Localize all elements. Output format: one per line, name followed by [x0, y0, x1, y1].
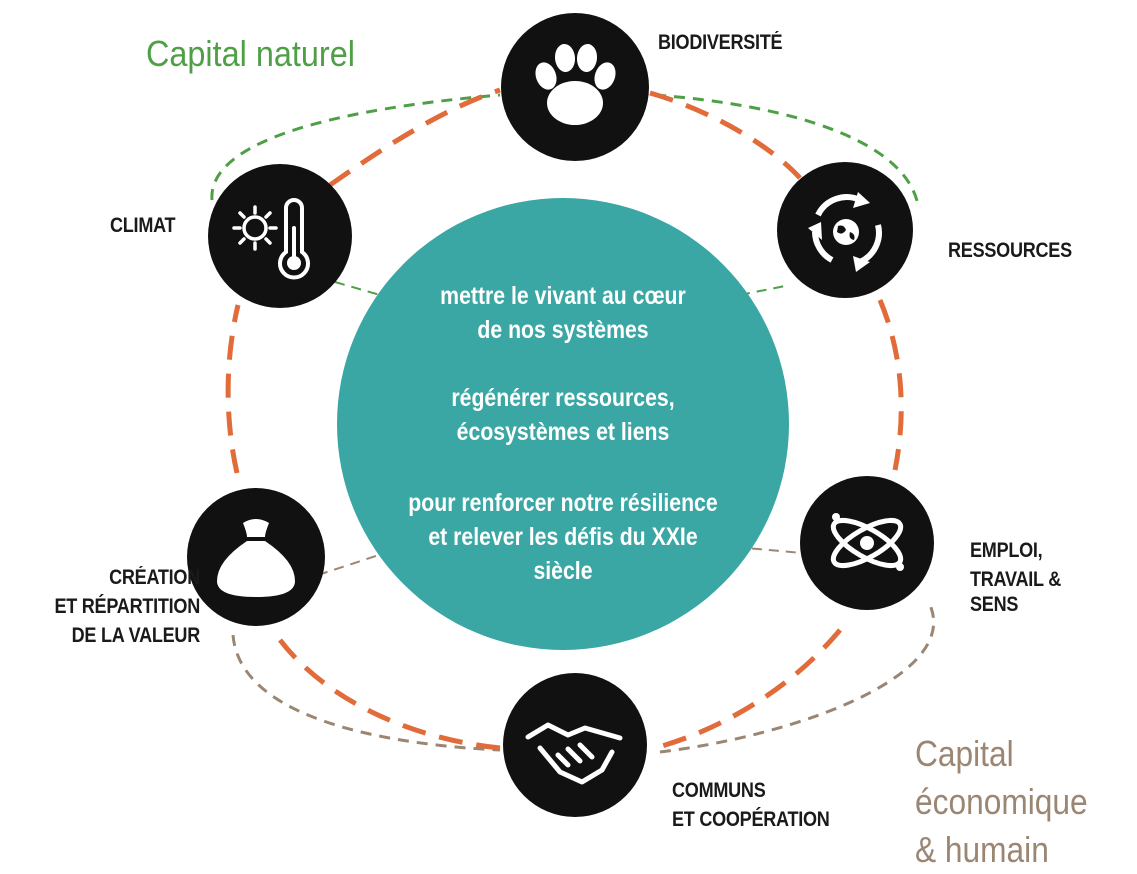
center-text-line-6: et relever les défis du XXIe — [428, 523, 698, 551]
label-communs-line-2: ET COOPÉRATION — [672, 808, 830, 831]
economic-capital-label: Capital économique & humain — [915, 730, 1088, 874]
label-emploi-line-1: EMPLOI, — [970, 539, 1043, 562]
label-creation-line-2: ET RÉPARTITION — [54, 595, 201, 618]
node-biodiversite — [501, 13, 649, 161]
node-emploi — [800, 476, 934, 610]
label-emploi-line-2: TRAVAIL & SENS — [970, 568, 1061, 616]
label-communs: COMMUNS ET COOPÉRATION — [672, 778, 830, 832]
label-creation-line-1: CRÉATION — [109, 566, 200, 589]
orange-ring — [225, 87, 904, 751]
node-ressources — [777, 162, 913, 298]
label-emploi: EMPLOI, TRAVAIL & SENS — [970, 538, 1114, 617]
node-creation — [187, 488, 325, 626]
center-text-line-3: régénérer ressources, — [451, 384, 675, 412]
paw-icon — [535, 44, 616, 125]
label-ressources: RESSOURCES — [948, 239, 1072, 262]
node-communs — [503, 673, 647, 817]
atom-icon — [830, 513, 904, 571]
label-creation-line-3: DE LA VALEUR — [71, 624, 201, 647]
natural-capital-label: Capital naturel — [146, 33, 355, 74]
economic-capital-line-2: économique — [915, 781, 1088, 822]
center-circle — [337, 198, 789, 650]
money-bag-icon — [217, 519, 295, 597]
economic-capital-arc — [231, 604, 936, 754]
node-climat — [208, 164, 352, 308]
center-text-line-7: siècle — [533, 557, 593, 585]
natural-capital-link — [334, 281, 791, 296]
center-text-line-5: pour renforcer notre résilience — [408, 489, 718, 517]
label-creation: CRÉATION ET RÉPARTITION DE LA VALEUR — [45, 565, 200, 648]
handshake-icon — [525, 722, 623, 785]
sun-thermometer-icon — [232, 198, 310, 280]
economic-capital-line-1: Capital — [915, 733, 1014, 774]
label-biodiversite: BIODIVERSITÉ — [658, 31, 783, 54]
natural-capital-arc — [210, 93, 920, 206]
label-communs-line-1: COMMUNS — [672, 779, 766, 802]
center-text-line-2: de nos systèmes — [477, 316, 649, 344]
economic-capital-line-3: & humain — [915, 829, 1049, 870]
label-climat: CLIMAT — [110, 214, 176, 237]
center-text-line-1: mettre le vivant au cœur — [440, 282, 686, 310]
recycle-globe-icon — [808, 192, 882, 272]
center-text-line-4: écosystèmes et liens — [456, 418, 670, 446]
economic-capital-link — [317, 546, 803, 576]
